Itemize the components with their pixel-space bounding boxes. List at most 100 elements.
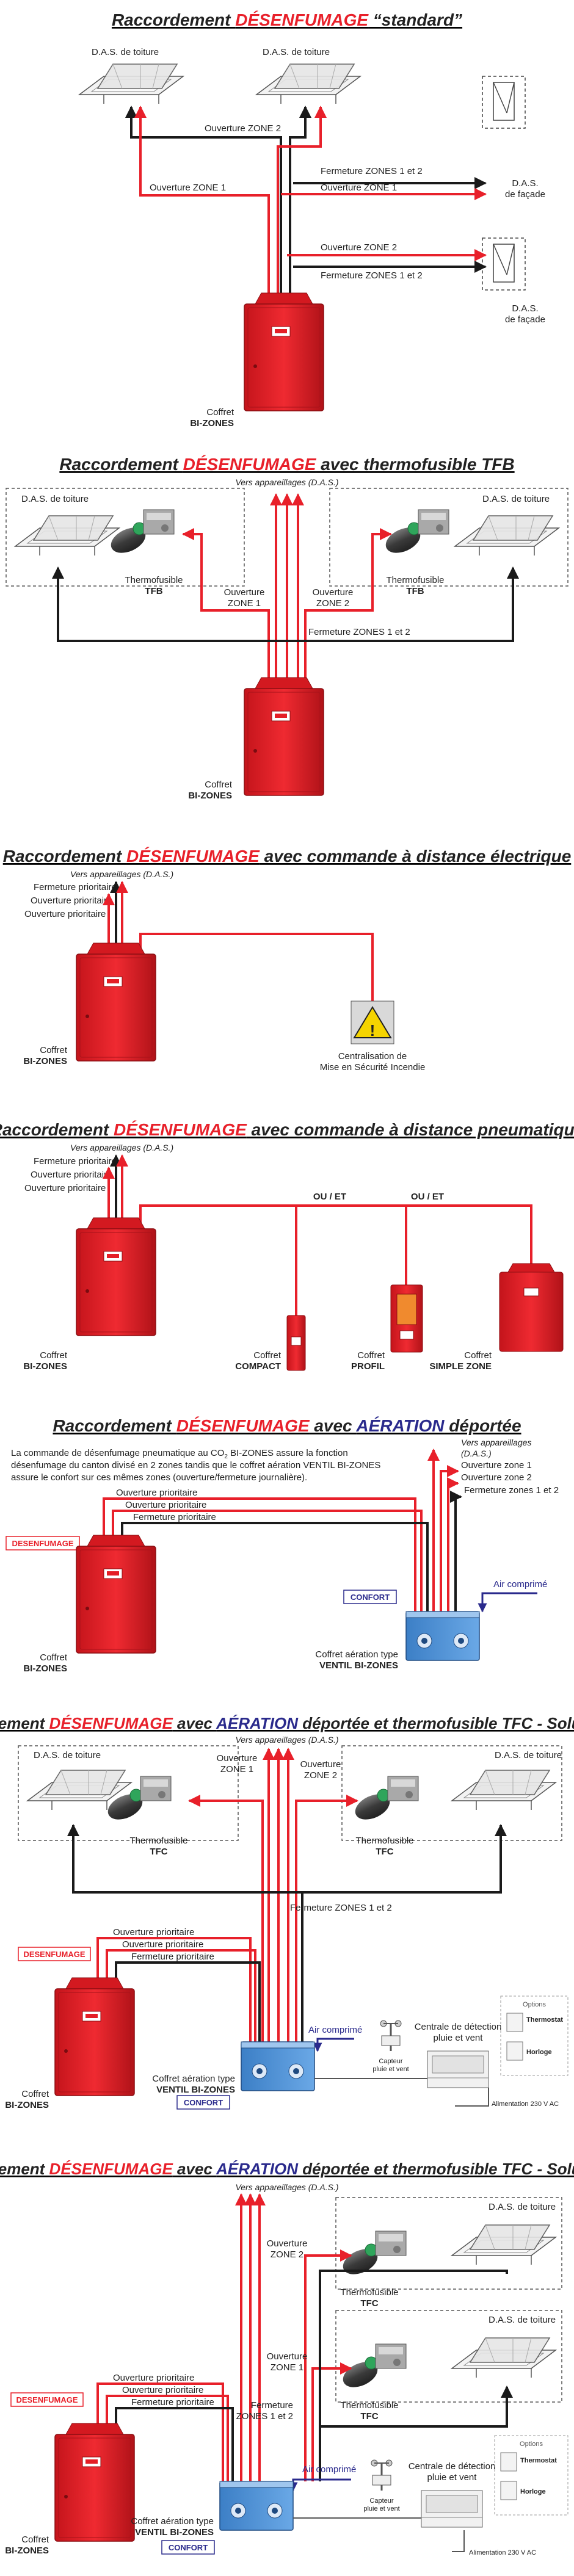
section-solution-2: Raccordement DÉSENFUMAGE avec AÉRATION d… [0,2160,574,2556]
s7-air: Air comprimé [302,2464,356,2475]
s5-ouv-zone1: Ouverture zone 1 [461,1460,532,1471]
s6-horloge: Horloge [526,2049,552,2056]
s6-coffret-a: Coffret [21,2089,49,2099]
s7-capteur-b: pluie et vent [363,2505,399,2513]
s1-das-facade-2-a: D.A.S. [512,303,538,314]
s3-vers: Vers appareillages (D.A.S.) [70,869,173,879]
s3-central-a: Centralisation de [338,1051,407,1062]
ventil-cabinet-icon [219,2481,294,2531]
roof-vent-icon [15,515,120,556]
s4-c2-a: Coffret [253,1350,282,1361]
s2-thermo-l-a: Thermofusible [125,575,183,585]
s1-coffret-a: Coffret [206,407,234,418]
section-tfb: Raccordement DÉSENFUMAGE avec thermofusi… [5,455,569,801]
s2-vers: Vers appareillages (D.A.S.) [235,477,338,487]
facade-vent-icon [482,237,526,291]
weather-sensor-icon [379,2019,402,2052]
s2-thermo-r-a: Thermofusible [386,575,444,585]
s7-thermo-1-b: TFC [360,2298,378,2309]
thermofuse-icon [381,509,449,559]
s4-ouverture-2: Ouverture prioritaire [24,1183,106,1193]
s6-ventil-b: VENTIL BI-ZONES [156,2085,235,2095]
s7-ferm-a: Fermeture [251,2400,293,2411]
desenfumage-badge-label: DESENFUMAGE [23,1950,85,1959]
s7-vers: Vers appareillages (D.A.S.) [235,2182,338,2192]
profil-cabinet-icon [390,1284,423,1353]
s7-thermo-1-a: Thermofusible [340,2287,398,2298]
s5-ouv-zone2: Ouverture zone 2 [461,1472,532,1483]
section-pneumatique: Raccordement DÉSENFUMAGE avec commande à… [0,1120,574,1372]
s4-c3-a: Coffret [357,1350,385,1361]
s6-ouv1-b: ZONE 1 [220,1764,253,1775]
s7-ventil-a: Coffret aération type [131,2516,214,2527]
section-electrique: Raccordement DÉSENFUMAGE avec commande à… [3,847,572,1073]
s4-ou-et-1: OU / ET [313,1192,346,1202]
s7-coffret-b: BI-ZONES [5,2545,49,2556]
s7-ouv1-b: ZONE 1 [271,2362,303,2373]
s5-coffret-a: Coffret [40,1652,68,1663]
s7-horloge: Horloge [520,2488,546,2495]
s5-air: Air comprimé [493,1579,547,1590]
s7-coffret-a: Coffret [21,2534,49,2545]
desenfumage-badge [10,2392,84,2407]
s6-alim: Alimentation 230 V AC [492,2100,559,2108]
s3-coffret-b: BI-ZONES [23,1056,67,1066]
s6-options: Options [523,2001,546,2008]
s7-das-1: D.A.S. de toiture [489,2202,556,2212]
s6-ouv1-a: Ouverture [217,1753,258,1764]
roof-vent-icon [256,63,361,104]
cabinet-icon [76,1535,156,1654]
confort-badge [161,2540,215,2555]
s7-ouv2-a: Ouverture [267,2238,308,2249]
s2-coffret-a: Coffret [205,780,233,790]
s1-ouv-zone2-r: Ouverture ZONE 2 [321,242,397,253]
s3-ouverture-1: Ouverture prioritaire [31,895,112,906]
s5-ferm-zones: Fermeture zones 1 et 2 [464,1485,559,1496]
s7-capteur-a: Capteur [369,2497,393,2505]
s7-title: Raccordement DÉSENFUMAGE avec AÉRATION d… [0,2160,574,2178]
s3-ouverture-2: Ouverture prioritaire [24,909,106,919]
s6-thermo-l-a: Thermofusible [129,1836,187,1846]
s6-capteur-b: pluie et vent [372,2066,409,2073]
roof-vent-icon [451,2337,556,2378]
confort-badge-label: CONFORT [169,2543,208,2552]
s6-coffret-b: BI-ZONES [5,2100,49,2110]
s4-c4-b: SIMPLE ZONE [429,1361,492,1372]
section-standard: Raccordement DÉSENFUMAGE “standard” D.A.… [79,10,545,429]
s1-das-facade-1-a: D.A.S. [512,178,538,189]
s2-ouv1-b: ZONE 1 [228,598,261,609]
s6-capteur-a: Capteur [379,2058,402,2065]
s5-paragraph-2: désenfumage du canton divisé en 2 zones … [11,1460,380,1471]
central-unit-icon [427,2050,489,2088]
s1-ouv-zone1: Ouverture ZONE 1 [150,183,226,193]
s4-title: Raccordement DÉSENFUMAGE avec commande à… [0,1120,574,1139]
s4-ouverture-1: Ouverture prioritaire [31,1170,112,1180]
s3-coffret-a: Coffret [40,1045,68,1055]
s4-c2-b: COMPACT [235,1361,281,1372]
s7-thermostat: Thermostat [520,2457,557,2464]
s6-ferm: Fermeture ZONES 1 et 2 [290,1903,392,1913]
warning-icon: ! [351,1000,394,1044]
s2-ouv2-a: Ouverture [313,587,354,598]
facade-vent-icon [482,76,526,129]
s5-op-2: Ouverture prioritaire [125,1500,206,1510]
s6-centrale-a: Centrale de détection [415,2022,502,2032]
s7-ouv1-a: Ouverture [267,2351,308,2362]
thermofuse-icon [106,509,175,559]
s4-fermeture: Fermeture prioritaire [34,1156,117,1167]
svg-text:!: ! [370,1021,376,1040]
s6-title: Raccordement DÉSENFUMAGE avec AÉRATION d… [0,1714,574,1732]
cabinet-icon [244,677,324,796]
desenfumage-badge [5,1536,80,1550]
s7-centrale-a: Centrale de détection [409,2461,496,2472]
s1-ferm-12-b: Fermeture ZONES 1 et 2 [321,270,423,281]
s1-coffret-b: BI-ZONES [190,418,234,429]
s7-das-2: D.A.S. de toiture [489,2315,556,2325]
section-solution-1: Raccordement DÉSENFUMAGE avec AÉRATION d… [0,1714,574,2110]
s1-das-toiture-2: D.A.S. de toiture [263,47,330,57]
s7-op-1: Ouverture prioritaire [113,2373,194,2383]
s6-vers: Vers appareillages (D.A.S.) [235,1735,338,1745]
s5-fp: Fermeture prioritaire [133,1512,216,1522]
s7-thermo-2-b: TFC [360,2411,378,2422]
